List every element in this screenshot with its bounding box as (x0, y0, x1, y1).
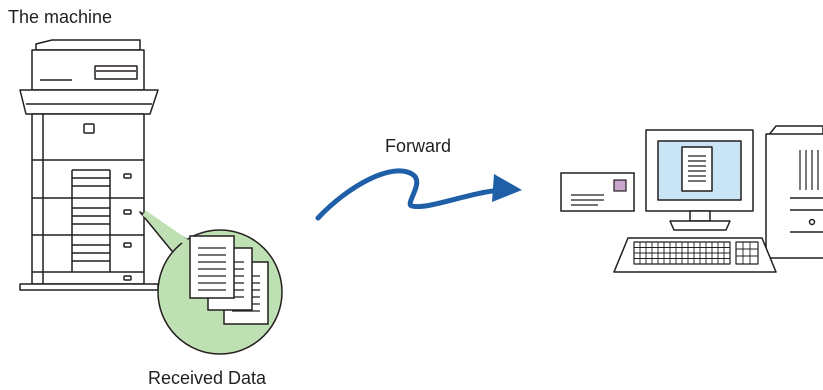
machine-title: The machine (8, 7, 113, 27)
received-data-label: Received Data (148, 368, 267, 388)
received-documents-bubble (139, 210, 283, 355)
computer-tower (765, 125, 823, 259)
printer-icon (19, 39, 159, 291)
document-page-front (189, 235, 235, 299)
desktop-computer-icon (613, 125, 823, 273)
computer-monitor (645, 129, 754, 231)
forward-label: Forward (385, 136, 452, 156)
envelope-icon (560, 172, 635, 212)
computer-keyboard (613, 237, 777, 273)
forward-arrow-icon (315, 168, 522, 221)
